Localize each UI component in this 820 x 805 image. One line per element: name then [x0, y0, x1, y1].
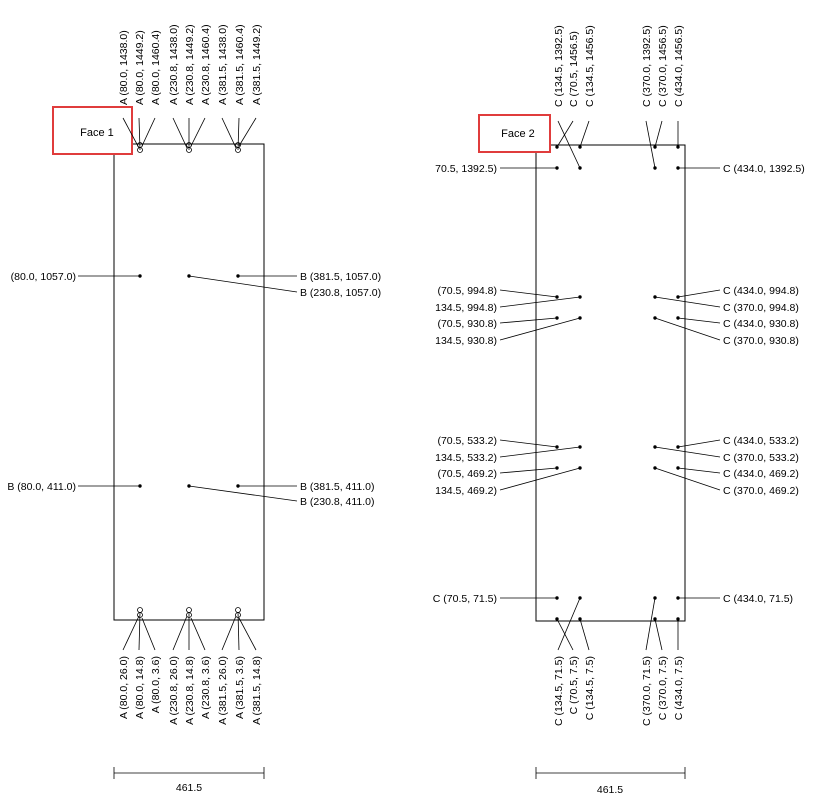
face-2-left-label: (70.5, 930.8) — [437, 318, 497, 330]
face-1-dimension-label: 461.5 — [176, 782, 202, 794]
face-1-bottom-label: A (230.8, 3.6) — [200, 656, 212, 719]
face-2-top-label: C (70.5, 1456.5) — [568, 31, 580, 107]
face-2-right-label: C (434.0, 533.2) — [723, 435, 799, 447]
face-2-left-label: (70.5, 469.2) — [437, 468, 497, 480]
face-1-top-label: A (230.8, 1438.0) — [168, 24, 180, 105]
face-1-bottom-label: A (381.5, 26.0) — [217, 656, 229, 725]
face-1-top-label: A (381.5, 1460.4) — [234, 24, 246, 105]
face-2-top-label: C (434.0, 1456.5) — [673, 25, 685, 107]
face-2-left-label: 134.5, 469.2) — [435, 485, 497, 497]
face-1-bottom-label: A (80.0, 14.8) — [134, 656, 146, 719]
face-1-right-label: B (230.8, 1057.0) — [300, 287, 381, 299]
face-1-right-label: B (230.8, 411.0) — [300, 496, 375, 508]
face-2-bottom-label: C (370.0, 7.5) — [657, 656, 669, 720]
face-2-dimension-line — [535, 767, 686, 779]
face-2-top-label: C (370.0, 1392.5) — [641, 25, 653, 107]
face-2-outline — [535, 144, 686, 622]
face-2-right-label: C (434.0, 1392.5) — [723, 163, 805, 175]
face-2-title: Face 2 — [501, 128, 535, 140]
face-1-left-label: B (80.0, 411.0) — [7, 481, 76, 493]
face-2-left-label: 70.5, 1392.5) — [435, 163, 497, 175]
face-1-top-label: A (80.0, 1449.2) — [134, 30, 146, 105]
face-2-bottom-label: C (134.5, 71.5) — [553, 656, 565, 726]
face-2-dimension-label: 461.5 — [597, 784, 623, 796]
face-2-top-leaders — [555, 120, 680, 170]
face-1-top-label: A (80.0, 1438.0) — [118, 30, 130, 105]
face-1-right-label: B (381.5, 1057.0) — [300, 271, 381, 283]
face-1-top-label: A (230.8, 1460.4) — [200, 24, 212, 105]
face-2-bottom-labels: C (134.5, 71.5) C (70.5, 7.5) C (134.5, … — [553, 656, 685, 726]
face-1-left-label: (80.0, 1057.0) — [11, 271, 76, 283]
face-1-dimension-line — [113, 767, 265, 779]
face-1-top-label: A (80.0, 1460.4) — [150, 30, 162, 105]
face-2-top-label: C (134.5, 1456.5) — [584, 25, 596, 107]
face-2-right-label: C (370.0, 994.8) — [723, 302, 799, 314]
face-2-top-label: C (370.0, 1456.5) — [657, 25, 669, 107]
face-2-top-label: C (134.5, 1392.5) — [553, 25, 565, 107]
face-1-side-leaders — [78, 274, 298, 502]
face-2-left-label: 134.5, 994.8) — [435, 302, 497, 314]
face-2-side-leaders — [499, 166, 721, 600]
face-1-bottom-label: A (80.0, 3.6) — [150, 656, 162, 713]
face-1-bottom-label: A (230.8, 14.8) — [184, 656, 196, 725]
face-1-bottom-label: A (381.5, 3.6) — [234, 656, 246, 719]
face-2-left-label: (70.5, 533.2) — [437, 435, 497, 447]
face-2-left-label: C (70.5, 71.5) — [433, 593, 497, 605]
face-2-title-box — [478, 114, 551, 153]
face-1-top-label: A (381.5, 1449.2) — [251, 24, 263, 105]
face-2-bottom-label: C (70.5, 7.5) — [568, 656, 580, 714]
face-2-top-labels: C (134.5, 1392.5) C (70.5, 1456.5) C (13… — [553, 25, 685, 107]
face-1-panel: Face 1 A (80.0, 1438.0) A (80.0, 1449.2)… — [7, 24, 381, 794]
face-1-bottom-holes — [137, 607, 241, 618]
face-2-right-label: C (370.0, 930.8) — [723, 335, 799, 347]
face-1-bottom-label: A (80.0, 26.0) — [118, 656, 130, 719]
face-1-title: Face 1 — [80, 127, 114, 139]
face-1-top-leaders — [122, 117, 257, 151]
face-1-bottom-labels: A (80.0, 26.0) A (80.0, 14.8) A (80.0, 3… — [118, 656, 263, 725]
face-1-bottom-label: A (230.8, 26.0) — [168, 656, 180, 725]
face-1-top-holes — [137, 142, 241, 153]
face-1-top-label: A (381.5, 1438.0) — [217, 24, 229, 105]
face-2-right-label: C (370.0, 469.2) — [723, 485, 799, 497]
face-1-title-box — [52, 106, 133, 155]
face-2-right-labels: C (434.0, 1392.5) C (434.0, 994.8) C (37… — [723, 163, 805, 605]
face-1-outline — [113, 143, 265, 621]
face-1-top-labels: A (80.0, 1438.0) A (80.0, 1449.2) A (80.… — [118, 24, 263, 105]
face-2-bottom-label: C (134.5, 7.5) — [584, 656, 596, 720]
face-2-right-label: C (434.0, 469.2) — [723, 468, 799, 480]
face-2-right-label: C (434.0, 994.8) — [723, 285, 799, 297]
face-1-top-label: A (230.8, 1449.2) — [184, 24, 196, 105]
face-2-panel: Face 2 C (134.5, 1392.5) C (70.5, 1456.5… — [433, 25, 805, 796]
face-2-left-label: (70.5, 994.8) — [437, 285, 497, 297]
face-1-right-label: B (381.5, 411.0) — [300, 481, 375, 493]
face-1-bottom-label: A (381.5, 14.8) — [251, 656, 263, 725]
face-2-right-label: C (370.0, 533.2) — [723, 452, 799, 464]
face-2-bottom-label: C (370.0, 71.5) — [641, 656, 653, 726]
face-2-bottom-label: C (434.0, 7.5) — [673, 656, 685, 720]
face-2-right-label: C (434.0, 71.5) — [723, 593, 793, 605]
face-2-left-label: 134.5, 930.8) — [435, 335, 497, 347]
face-2-left-label: 134.5, 533.2) — [435, 452, 497, 464]
face-2-left-labels: 70.5, 1392.5) (70.5, 994.8) 134.5, 994.8… — [433, 163, 497, 605]
face-2-bottom-leaders — [555, 596, 680, 651]
face-1-bottom-leaders — [122, 611, 257, 651]
face-2-right-label: C (434.0, 930.8) — [723, 318, 799, 330]
